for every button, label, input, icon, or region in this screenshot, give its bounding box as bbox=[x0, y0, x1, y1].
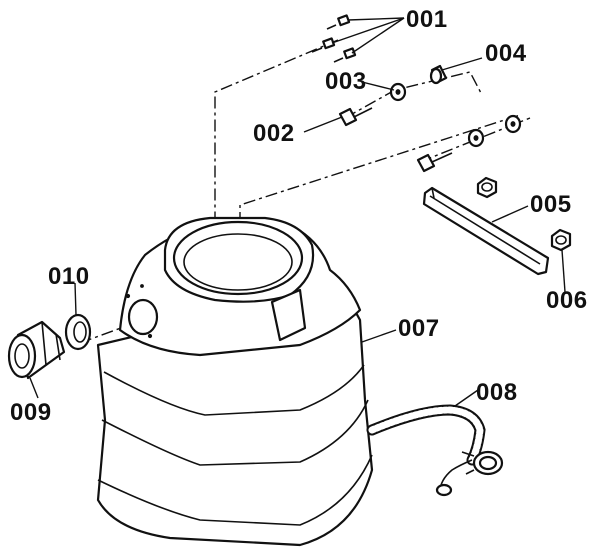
grommet-009 bbox=[7, 320, 66, 380]
cable-008 bbox=[366, 404, 504, 497]
callout-007: 007 bbox=[398, 315, 440, 342]
housing-007 bbox=[96, 216, 374, 547]
callout-008: 008 bbox=[476, 379, 518, 406]
screws-001 bbox=[311, 14, 357, 63]
part-callouts: 001 002 003 004 005 006 007 008 009 010 bbox=[10, 6, 588, 426]
callout-002: 002 bbox=[253, 120, 295, 147]
bracket-005 bbox=[422, 186, 550, 276]
leader-lines bbox=[29, 17, 566, 407]
washer-003 bbox=[389, 82, 522, 148]
callout-003: 003 bbox=[325, 68, 367, 95]
nut-006 bbox=[476, 176, 572, 252]
screw-002 bbox=[338, 107, 453, 173]
spacer-004 bbox=[429, 64, 448, 85]
callout-009: 009 bbox=[10, 399, 52, 426]
callout-006: 006 bbox=[546, 287, 588, 314]
callout-010: 010 bbox=[48, 263, 90, 290]
callout-001: 001 bbox=[406, 6, 448, 33]
callout-004: 004 bbox=[485, 40, 527, 67]
callout-005: 005 bbox=[530, 191, 572, 218]
seal-ring-010 bbox=[64, 313, 92, 351]
